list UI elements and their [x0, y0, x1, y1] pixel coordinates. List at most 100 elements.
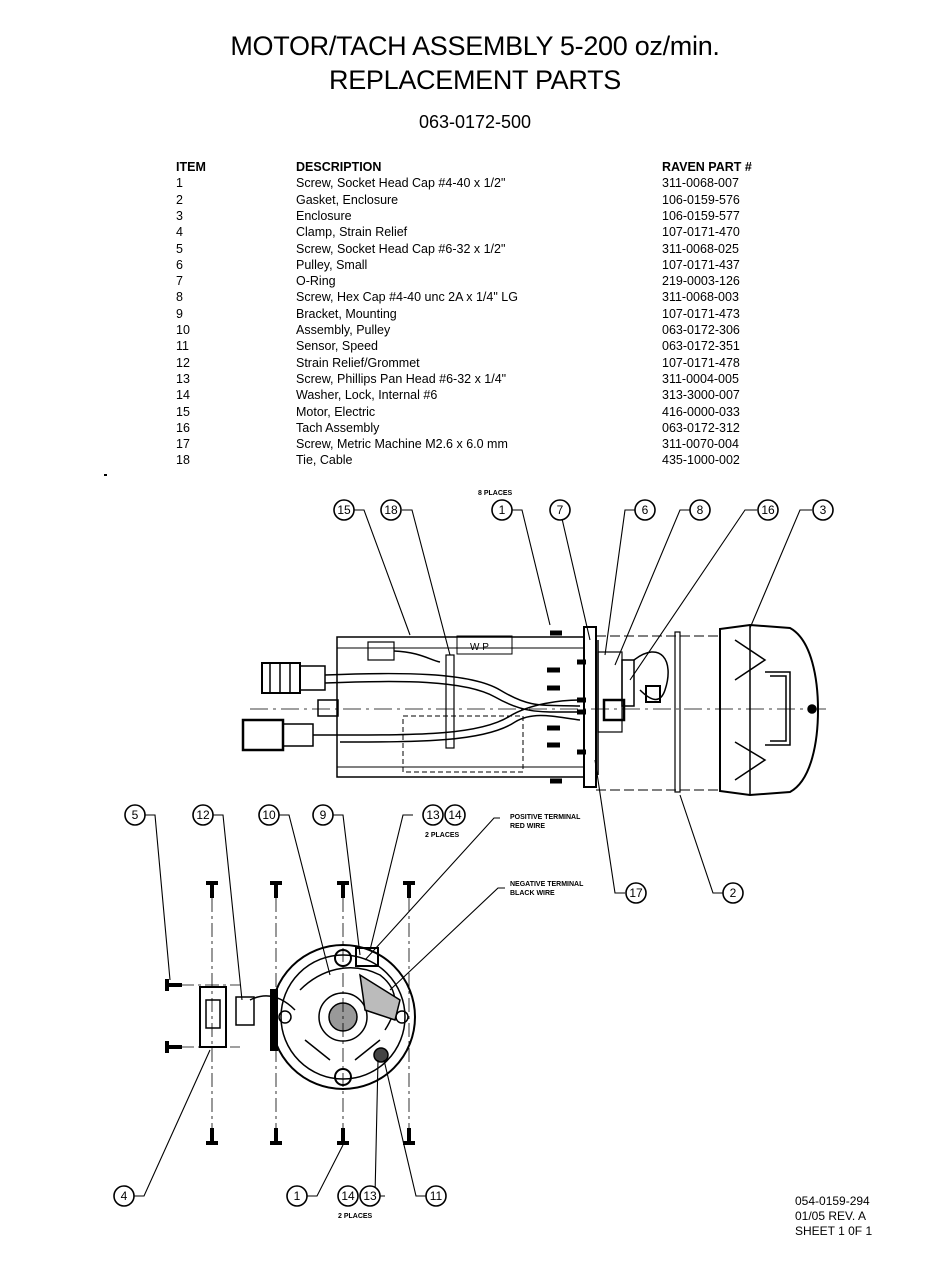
- description-cell: Tach Assembly: [296, 420, 380, 435]
- part-number-cell: 106-0159-577: [662, 208, 740, 223]
- callout-5: [124, 804, 146, 826]
- callout-17: [625, 882, 647, 904]
- item-cell: 17: [176, 437, 190, 452]
- callout-1-top: [491, 499, 513, 521]
- part-number-cell: 107-0171-437: [662, 257, 740, 272]
- callout-label: 6: [642, 503, 649, 517]
- stray-mark: [104, 474, 107, 476]
- part-number-cell: 435-1000-002: [662, 453, 740, 468]
- note-red-wire: RED WIRE: [510, 823, 545, 830]
- callout-label: 13: [426, 808, 440, 822]
- column-header-part: RAVEN PART #: [662, 160, 752, 174]
- item-cell: 14: [176, 388, 190, 403]
- item-cell: 11: [176, 339, 189, 354]
- note-2-places-top: 2 PLACES: [425, 832, 460, 839]
- callout-12: [192, 804, 214, 826]
- leader-lines: [134, 509, 812, 1197]
- motor-end-view: [165, 881, 416, 1145]
- title-line-1: MOTOR/TACH ASSEMBLY 5-200 oz/min.: [230, 31, 720, 61]
- item-cell: 15: [176, 404, 190, 419]
- part-number-cell: 219-0003-126: [662, 274, 740, 289]
- part-number-cell: 063-0172-351: [662, 339, 740, 354]
- description-cell: Screw, Phillips Pan Head #6-32 x 1/4": [296, 371, 507, 386]
- description-cell: Washer, Lock, Internal #6: [296, 388, 438, 403]
- item-cell: 1: [176, 176, 183, 191]
- callout-8: [689, 499, 711, 521]
- callout-1-bottom: [286, 1185, 308, 1207]
- motor-body-outline: [336, 636, 585, 778]
- table-row: 7 O-Ring 219-0003-126: [0, 274, 950, 290]
- callout-13-top: [422, 804, 444, 826]
- callout-15: [333, 499, 355, 521]
- part-number-cell: 311-0004-005: [662, 371, 739, 386]
- part-number-cell: 063-0172-312: [662, 420, 740, 435]
- description-cell: Pulley, Small: [296, 257, 368, 272]
- part-number-cell: 311-0070-004: [662, 437, 739, 452]
- callout-16: [757, 499, 779, 521]
- part-number-cell: 107-0171-478: [662, 355, 740, 370]
- column-header-item: ITEM: [176, 160, 206, 174]
- callout-14-bottom: [337, 1185, 359, 1207]
- callout-label: 1: [294, 1189, 301, 1203]
- note-positive-terminal: POSITIVE TERMINAL: [510, 814, 581, 821]
- item-cell: 16: [176, 420, 190, 435]
- description-cell: Strain Relief/Grommet: [296, 355, 420, 370]
- callout-label: 9: [320, 808, 327, 822]
- note-2-places-bottom: 2 PLACES: [338, 1213, 373, 1220]
- callout-label: 3: [820, 503, 827, 517]
- description-cell: Assembly, Pulley: [296, 323, 391, 337]
- description-cell: Screw, Metric Machine M2.6 x 6.0 mm: [296, 437, 508, 452]
- note-negative-terminal: NEGATIVE TERMINAL: [510, 881, 584, 888]
- callout-label: 11: [430, 1189, 443, 1203]
- callout-10: [258, 804, 280, 826]
- column-header-description: DESCRIPTION: [296, 160, 382, 174]
- description-cell: Motor, Electric: [296, 404, 376, 419]
- item-cell: 7: [176, 274, 183, 289]
- description-cell: Enclosure: [296, 208, 352, 223]
- callout-9: [312, 804, 334, 826]
- callout-label: 14: [341, 1189, 355, 1203]
- part-number-cell: 107-0171-473: [662, 306, 740, 321]
- callout-3: [812, 499, 834, 521]
- description-cell: Screw, Socket Head Cap #4-40 x 1/2": [296, 176, 506, 191]
- callout-2: [722, 882, 744, 904]
- callout-label: 17: [629, 886, 643, 900]
- callout-4: [113, 1185, 135, 1207]
- description-cell: Sensor, Speed: [296, 339, 379, 354]
- description-cell: O-Ring: [296, 274, 336, 289]
- part-number-cell: 063-0172-306: [662, 323, 740, 337]
- callout-label: 8: [697, 503, 704, 517]
- callout-label: 10: [262, 808, 276, 822]
- item-cell: 4: [176, 225, 183, 240]
- footer-sheet: SHEET 1 0F 1: [795, 1224, 873, 1238]
- item-cell: 2: [176, 192, 183, 207]
- callout-6: [634, 499, 656, 521]
- description-cell: Screw, Socket Head Cap #6-32 x 1/2": [296, 241, 506, 256]
- title-line-2: REPLACEMENT PARTS: [329, 65, 621, 95]
- callout-label: 2: [730, 886, 737, 900]
- motor-side-view: W P: [241, 623, 830, 797]
- callout-11: [425, 1185, 447, 1207]
- callout-label: 16: [761, 503, 775, 517]
- description-cell: Bracket, Mounting: [296, 306, 397, 321]
- callout-label: 4: [121, 1189, 128, 1203]
- table-row: 17 Screw, Metric Machine M2.6 x 6.0 mm 311…: [0, 437, 950, 453]
- part-number-cell: 416-0000-033: [662, 404, 740, 419]
- part-number-cell: 107-0171-470: [662, 225, 740, 240]
- callout-18: [380, 499, 402, 521]
- callout-label: 18: [384, 503, 398, 517]
- description-cell: Screw, Hex Cap #4-40 unc 2A x 1/4" LG: [296, 290, 518, 305]
- item-cell: 5: [176, 241, 183, 256]
- svg-text:W P: W P: [470, 642, 489, 653]
- callout-label: 7: [557, 503, 564, 517]
